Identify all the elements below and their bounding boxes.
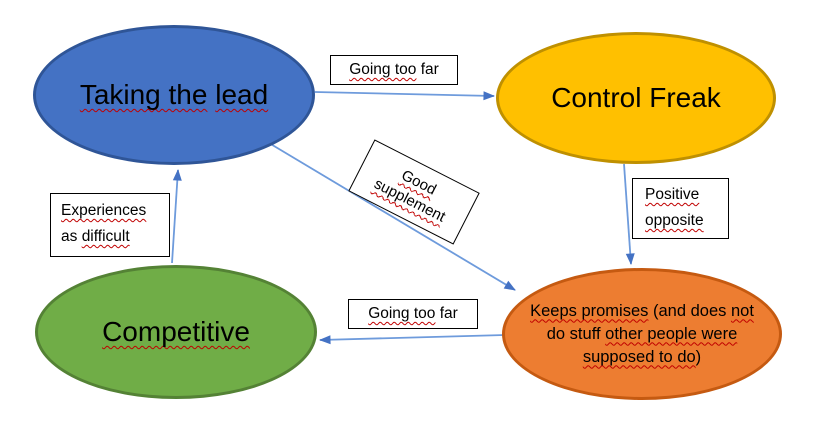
text-fragment: far xyxy=(416,61,439,78)
text-fragment: Going too xyxy=(349,61,417,78)
text-line: Experiences xyxy=(61,198,169,224)
edge-label-positive-opposite: Positive opposite xyxy=(632,178,729,239)
text-line: supposed to do) xyxy=(506,346,778,369)
text-fragment: Competitive xyxy=(102,315,250,347)
text-line: do stuff other people were xyxy=(506,323,778,346)
node-control-freak: Control Freak xyxy=(496,32,776,164)
text-line: opposite xyxy=(645,208,728,234)
text-fragment: as xyxy=(61,228,82,245)
edge-label-going-too-far-top: Going too far xyxy=(330,55,458,85)
arrow-keepspromises-to-competitive xyxy=(319,334,506,345)
text-fragment: opposite xyxy=(645,212,704,229)
text-line: as difficult xyxy=(61,224,169,250)
edge-label-going-too-far-bottom: Going too far xyxy=(348,299,478,329)
text-fragment: Taking the xyxy=(79,78,208,110)
node-competitive: Competitive xyxy=(35,265,317,399)
text-fragment: Keeps promises xyxy=(530,301,649,320)
node-taking-the-lead-label: Taking the lead xyxy=(80,79,268,111)
arrow-controlfreak-to-keepspromises xyxy=(623,163,635,265)
text-fragment: ) xyxy=(695,347,702,366)
text-line: Keeps promises (and does not xyxy=(506,300,778,323)
text-fragment: far xyxy=(435,305,458,322)
arrow-lead-to-keepspromises xyxy=(268,142,516,291)
arrow-lead-to-controlfreak xyxy=(314,91,495,101)
node-control-freak-label: Control Freak xyxy=(551,81,721,113)
text-fragment: not xyxy=(730,301,754,320)
text-fragment: Going too xyxy=(368,305,436,322)
node-keeps-promises: Keeps promises (and does not do stuff ot… xyxy=(502,268,782,400)
edge-label-text: Going too far xyxy=(368,305,458,323)
text-fragment: Experiences xyxy=(61,202,147,219)
arrow-competitive-to-lead xyxy=(171,169,182,264)
edge-label-experiences-as-difficult: Experiences as difficult xyxy=(50,193,170,257)
node-taking-the-lead: Taking the lead xyxy=(33,25,315,165)
text-fragment: Positive xyxy=(645,186,700,203)
text-fragment: difficult xyxy=(81,228,130,245)
node-competitive-label: Competitive xyxy=(102,316,250,348)
text-fragment: do stuff xyxy=(546,324,606,343)
node-keeps-promises-label: Keeps promises (and does not do stuff ot… xyxy=(506,300,778,369)
edge-label-text: Going too far xyxy=(349,61,439,79)
text-line: Positive xyxy=(645,182,728,208)
text-fragment: lead xyxy=(215,78,269,110)
text-fragment: other people were xyxy=(605,324,738,343)
text-fragment: supposed to do xyxy=(582,347,696,366)
text-fragment: (and does xyxy=(648,301,731,320)
